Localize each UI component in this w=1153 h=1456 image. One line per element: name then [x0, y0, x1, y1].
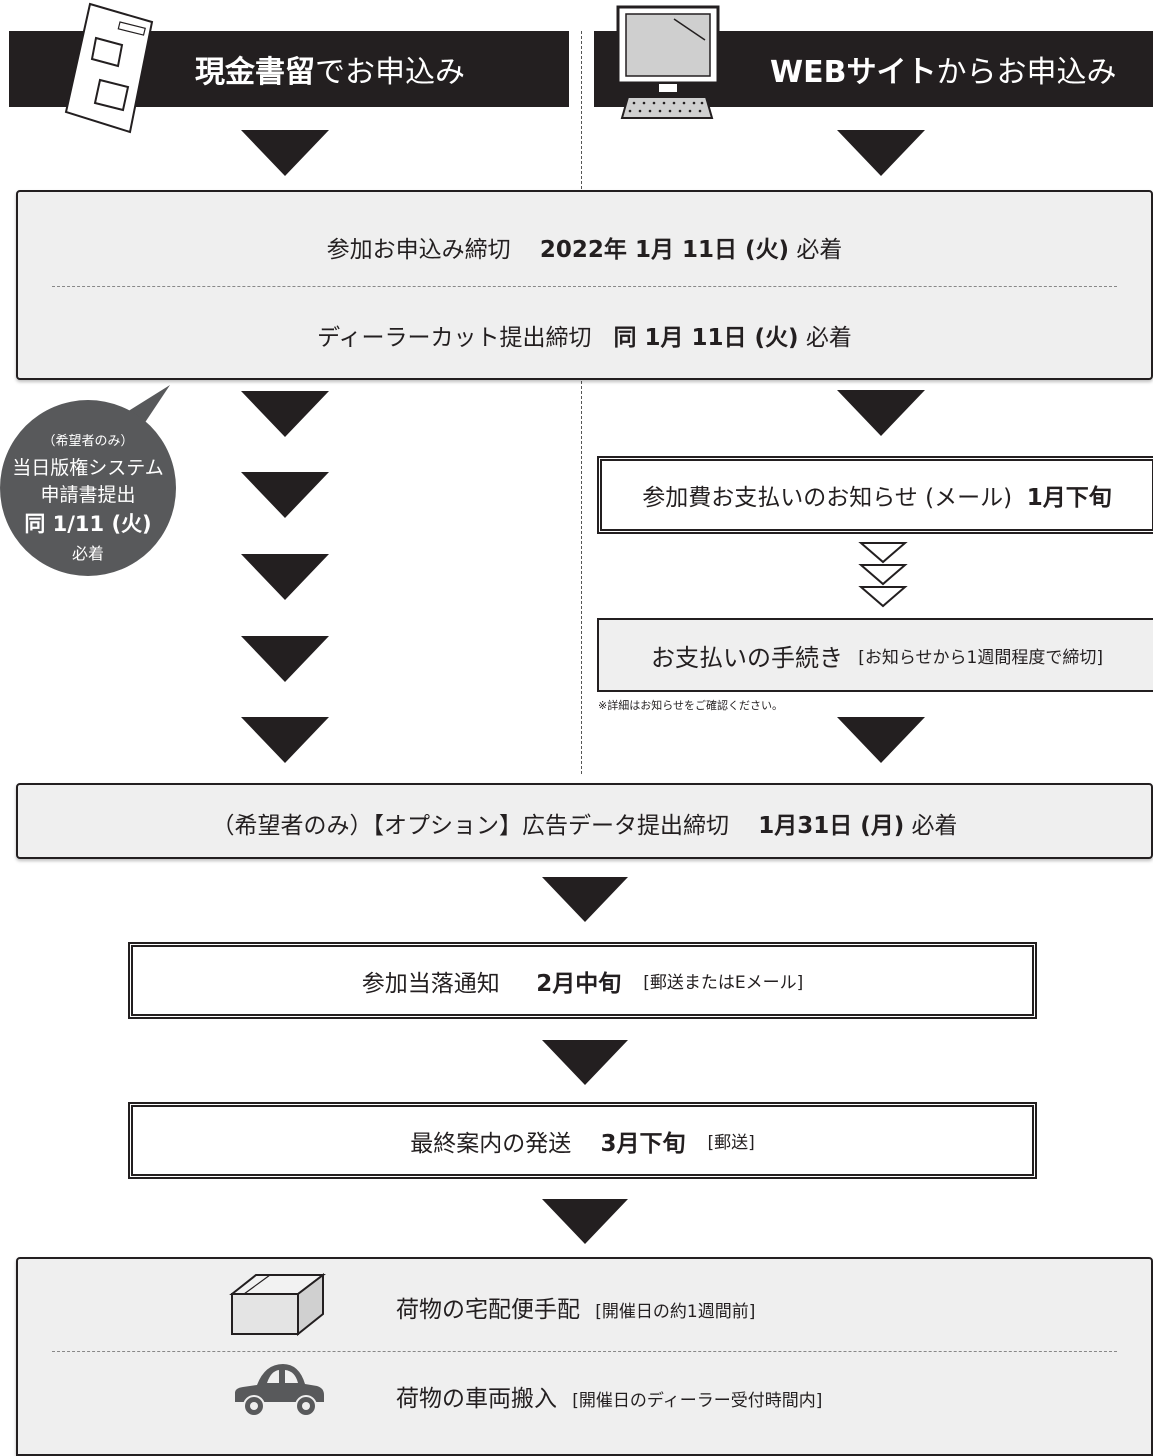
application-deadline-row: 参加お申込み締切 2022年 1月 11日 (火) 必着 [326, 237, 843, 263]
arrow-left-4 [241, 554, 329, 600]
arrow-right-1 [837, 130, 925, 176]
application-deadline-box: 参加お申込み締切 2022年 1月 11日 (火) 必着 ディーラーカット提出締… [16, 190, 1153, 380]
arrow-left-3 [241, 472, 329, 518]
computer-icon [616, 5, 720, 119]
package-box-icon [229, 1272, 326, 1336]
courier-note: [開催日の約1週間前] [595, 1302, 756, 1322]
payment-procedure-note: [お知らせから1週間程度で締切] [858, 647, 1103, 668]
header-cash-title: 現金書留でお申込み [195, 55, 465, 90]
header-web-title: WEBサイトからお申込み [770, 55, 1117, 90]
header-website: WEBサイトからお申込み [594, 31, 1153, 107]
result-notice-box: 参加当落通知 2月中旬 [郵送またはEメール] [128, 942, 1037, 1019]
payment-procedure-label: お支払いの手続き [650, 643, 843, 672]
arrow-right-3 [837, 717, 925, 763]
arrow-center-1 [542, 877, 628, 922]
luggage-delivery-box: 荷物の宅配便手配 [開催日の約1週間前] 荷物の車両搬入 [開催日のディーラー受… [16, 1257, 1153, 1456]
arrow-left-1 [241, 130, 329, 176]
vehicle-label: 荷物の車両搬入 [396, 1386, 557, 1412]
bubble-line-1: （希望者のみ） [42, 434, 134, 449]
arrow-right-2 [837, 390, 925, 436]
deadline-separator [52, 286, 1117, 287]
vehicle-note: [開催日のディーラー受付時間内] [572, 1391, 823, 1411]
arrow-left-6 [241, 717, 329, 763]
bubble-line-2: 当日版権システム [12, 457, 164, 479]
bubble-line-4: 同 1/11 (火) [24, 512, 152, 536]
vehicle-row: 荷物の車両搬入 [開催日のディーラー受付時間内] [396, 1379, 822, 1413]
arrow-center-2 [542, 1040, 628, 1085]
courier-label: 荷物の宅配便手配 [396, 1297, 580, 1323]
ad-data-deadline-box: （希望者のみ）【オプション】広告データ提出締切 1月31日 (月) 必着 [16, 783, 1153, 859]
car-icon [235, 1364, 324, 1417]
copyright-system-bubble: （希望者のみ） 当日版権システム 申請書提出 同 1/11 (火) 必着 [0, 400, 176, 576]
arrow-left-2 [241, 391, 329, 437]
dealer-cut-deadline-row: ディーラーカット提出締切 同 1月 11日 (火) 必着 [317, 325, 852, 351]
divider-middle [581, 381, 582, 774]
payment-procedure-box: お支払いの手続き [お知らせから1週間程度で締切] [597, 618, 1153, 692]
bubble-line-3: 申請書提出 [40, 484, 136, 506]
delivery-separator [52, 1351, 1117, 1352]
courier-row: 荷物の宅配便手配 [開催日の約1週間前] [396, 1290, 755, 1324]
bubble-line-5: 必着 [71, 544, 104, 563]
envelope-icon [64, 2, 154, 134]
arrow-left-5 [241, 636, 329, 682]
payment-notice-box: 参加費お支払いのお知らせ (メール) 1月下旬 [597, 456, 1153, 534]
footnote: ※詳細はお知らせをご確認ください。 [598, 699, 783, 712]
ad-data-deadline-row: （希望者のみ）【オプション】広告データ提出締切 1月31日 (月) 必着 [211, 813, 958, 839]
small-arrows [858, 542, 908, 608]
arrow-center-3 [542, 1199, 628, 1244]
divider-top [581, 31, 582, 189]
final-guide-box: 最終案内の発送 3月下旬 [郵送] [128, 1102, 1037, 1179]
